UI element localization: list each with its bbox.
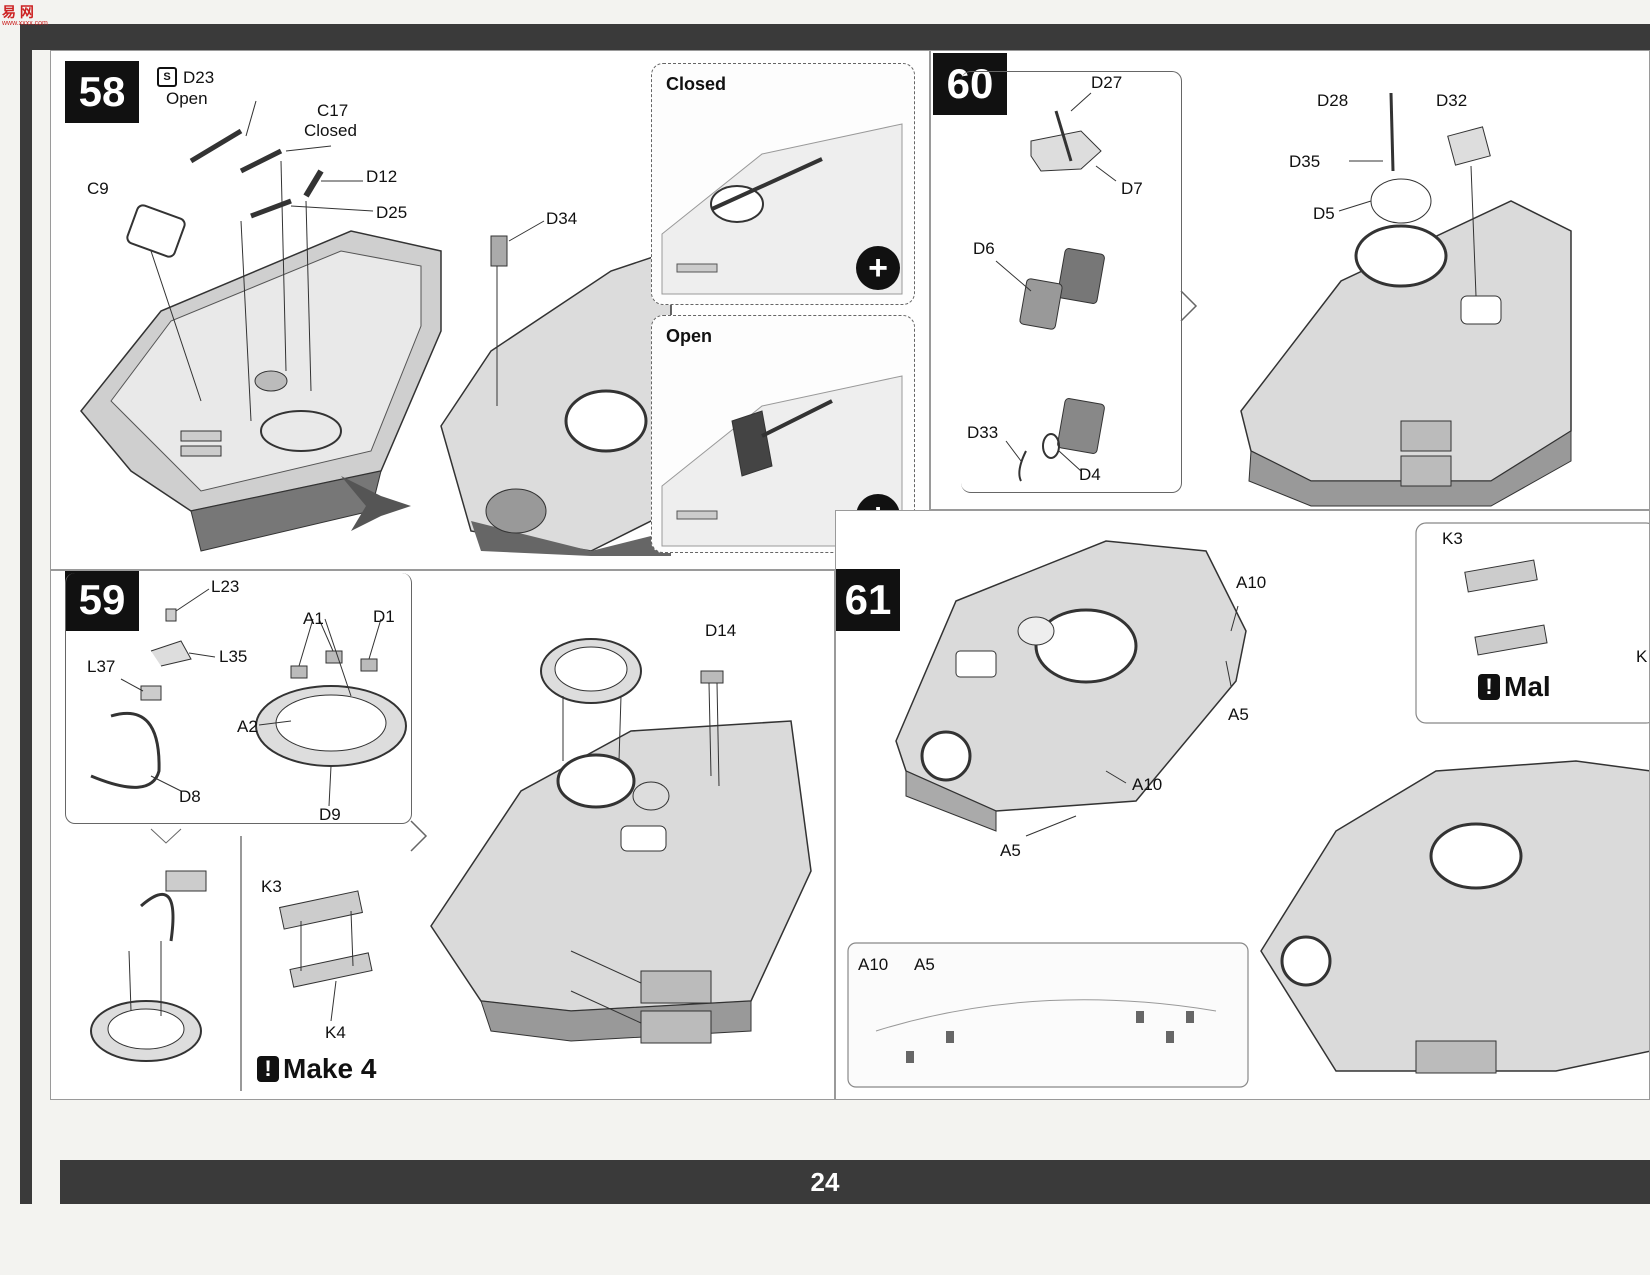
step-61-panel: 61 A10 A5 A10 A5 A10 A5 K3 K !Mal: [835, 510, 1650, 1100]
make-four-note: !Make 4: [257, 1053, 376, 1085]
open-inset-title: Open: [666, 326, 713, 346]
part-a2-label: A2: [237, 717, 258, 736]
step-58-badge: 58: [65, 61, 139, 123]
step-58-panel: 58 S D23 Op: [50, 50, 930, 570]
part-d32-label: D32: [1436, 91, 1468, 110]
part-a1-label: A1: [303, 609, 324, 628]
part-d23-state: Open: [166, 89, 208, 108]
icon-marker: S: [157, 67, 177, 87]
part-d25-label: D25: [376, 203, 408, 222]
step-59-illustration: [90, 588, 812, 1091]
page-number: 24: [810, 1167, 840, 1197]
bottom-border-band: [60, 1160, 1650, 1204]
side-make-note: !Mal: [1478, 671, 1551, 703]
side-make-text: Mal: [1504, 671, 1551, 702]
step-59-badge: 59: [65, 571, 139, 631]
step-59-top-bracket: [65, 573, 412, 824]
part-d4-label: D4: [1079, 465, 1101, 484]
step-59-panel: 59: [50, 570, 835, 1100]
open-inset-drawing: [661, 375, 903, 547]
part-d1-label: D1: [373, 607, 395, 626]
part-a10-mid-label: A10: [1132, 775, 1163, 794]
make-four-text: Make 4: [283, 1053, 377, 1084]
inset-a10-label: A10: [858, 955, 889, 974]
part-l37-label: L37: [87, 657, 116, 676]
part-k3-label: K3: [261, 877, 282, 896]
site-watermark-logo: 易 网: [2, 4, 34, 20]
step-60-badge: 60: [933, 53, 1007, 115]
site-watermark-url: www.xxxx.com: [2, 20, 48, 27]
part-d5-label: D5: [1313, 204, 1335, 223]
part-a5-right-label: A5: [1228, 705, 1249, 724]
step-58-illustration: [80, 100, 672, 556]
part-d35-label: D35: [1289, 152, 1321, 171]
step-60-illustration: [995, 92, 1572, 507]
part-d6-label: D6: [973, 239, 995, 258]
part-l23-label: L23: [211, 577, 240, 596]
closed-inset-title: Closed: [666, 74, 727, 94]
step-61-badge: 61: [836, 569, 900, 631]
part-a10-top-label: A10: [1236, 573, 1267, 592]
step-60-parts-bracket: [961, 71, 1182, 493]
closed-detail-inset: Closed +: [651, 63, 915, 305]
part-d14-label: D14: [705, 621, 737, 640]
part-a5-bottom-label: A5: [1000, 841, 1021, 860]
part-d7-label: D7: [1121, 179, 1143, 198]
warning-icon: !: [257, 1056, 279, 1082]
part-k4-label: K4: [325, 1023, 346, 1042]
part-c9-label: C9: [87, 179, 109, 198]
left-border-band: [20, 24, 32, 1204]
part-l35-label: L35: [219, 647, 248, 666]
side-k-cut-label: K: [1636, 647, 1648, 666]
part-d28-label: D28: [1317, 91, 1349, 110]
inset-a5-label: A5: [914, 955, 935, 974]
step-60-panel: 60 D27 D7 D6 D33 D4 D28 D: [930, 50, 1650, 510]
part-d9-label: D9: [319, 805, 341, 824]
closed-inset-drawing: [661, 123, 903, 295]
part-d12-label: D12: [366, 167, 398, 186]
zoom-in-icon: +: [856, 246, 900, 290]
top-border-band: [20, 24, 1650, 50]
part-d23-label: D23: [183, 68, 215, 87]
part-d8-label: D8: [179, 787, 201, 806]
warning-icon: !: [1478, 674, 1500, 700]
step-61-illustration: [847, 522, 1649, 1088]
side-k3-label: K3: [1442, 529, 1463, 548]
part-c17-state: Closed: [304, 121, 357, 140]
part-d27-label: D27: [1091, 73, 1123, 92]
part-d33-label: D33: [967, 423, 999, 442]
part-d34-label: D34: [546, 209, 578, 228]
part-c17-label: C17: [317, 101, 349, 120]
